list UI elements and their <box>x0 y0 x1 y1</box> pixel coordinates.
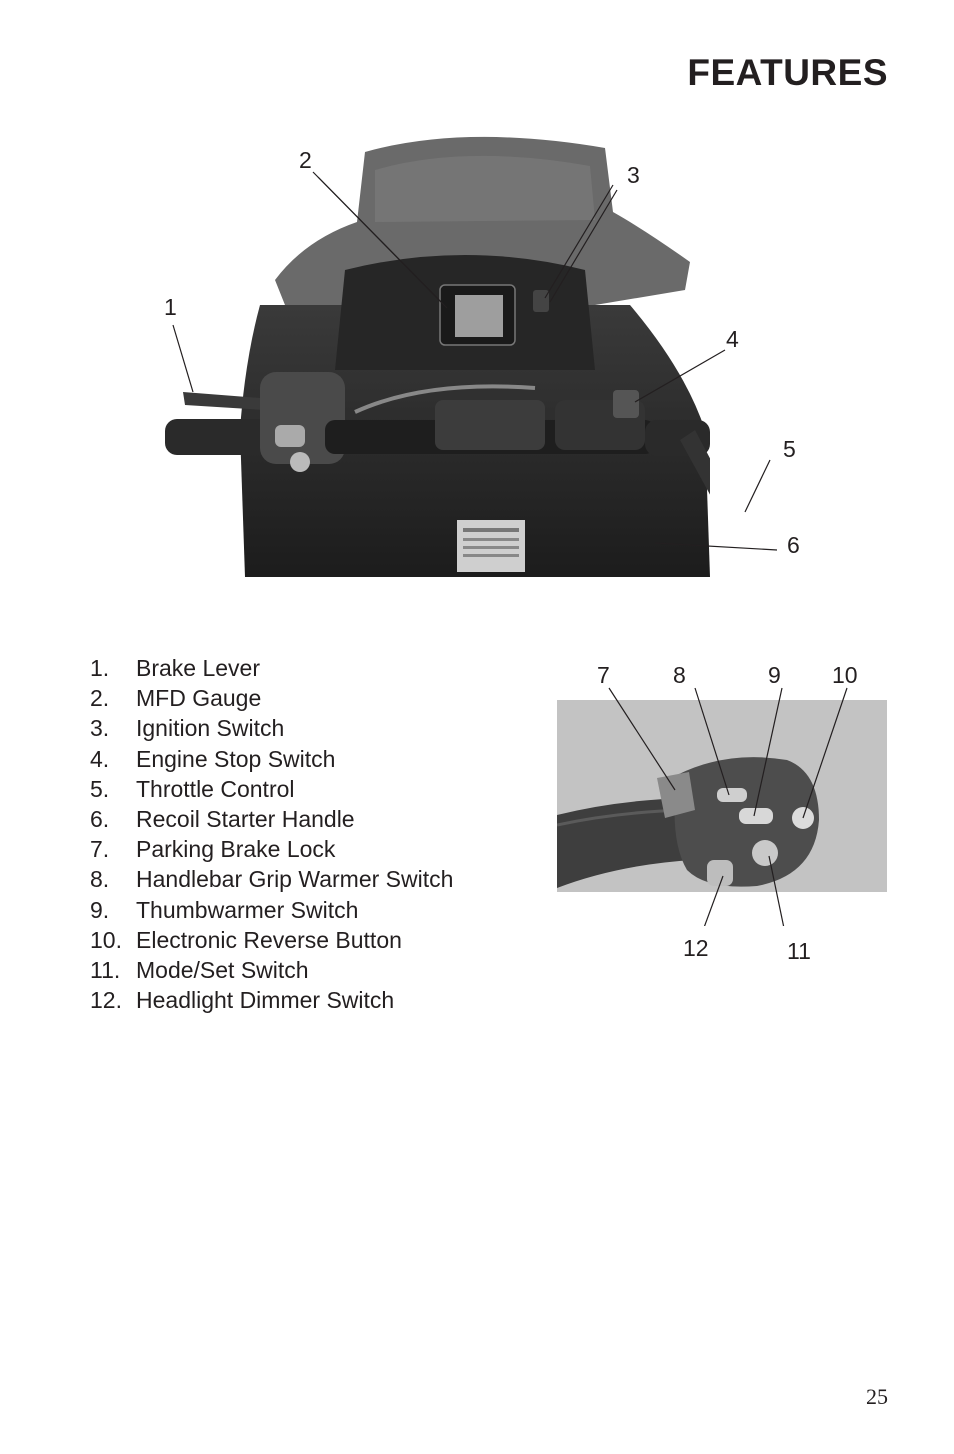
legend-item: 11.Mode/Set Switch <box>90 956 309 983</box>
callout-3: 3 <box>627 162 640 188</box>
callout-6: 6 <box>787 532 800 558</box>
legend-item: 9.Thumbwarmer Switch <box>90 896 359 923</box>
feature-legend: 1.Brake Lever 2.MFD Gauge 3.Ignition Swi… <box>90 653 453 1015</box>
legend-item: 3.Ignition Switch <box>90 715 285 742</box>
legend-item: 12.Headlight Dimmer Switch <box>90 987 395 1014</box>
callout-1: 1 <box>164 294 177 320</box>
legend-item: 7.Parking Brake Lock <box>90 836 336 863</box>
callout-4: 4 <box>726 326 739 352</box>
callout-7: 7 <box>597 662 610 688</box>
legend-item: 8.Handlebar Grip Warmer Switch <box>90 866 454 893</box>
legend-item: 5.Throttle Control <box>90 775 295 802</box>
page-number: 25 <box>866 1384 888 1409</box>
callout-8: 8 <box>673 662 686 688</box>
legend-item: 1.Brake Lever <box>90 655 261 681</box>
callout-2: 2 <box>299 147 312 173</box>
legend-item: 6.Recoil Starter Handle <box>90 805 355 832</box>
legend-item: 2.MFD Gauge <box>90 685 262 712</box>
legend-item: 4.Engine Stop Switch <box>90 745 336 772</box>
callout-10: 10 <box>832 662 858 688</box>
callout-11: 11 <box>787 938 811 964</box>
switch-housing-photo <box>557 687 887 926</box>
snowmobile-cockpit-photo <box>165 130 778 577</box>
callout-9: 9 <box>768 662 781 688</box>
page-title: FEATURES <box>687 52 888 93</box>
legend-item: 10.Electronic Reverse Button <box>90 926 402 953</box>
callout-12: 12 <box>683 935 709 961</box>
callout-5: 5 <box>783 436 796 462</box>
